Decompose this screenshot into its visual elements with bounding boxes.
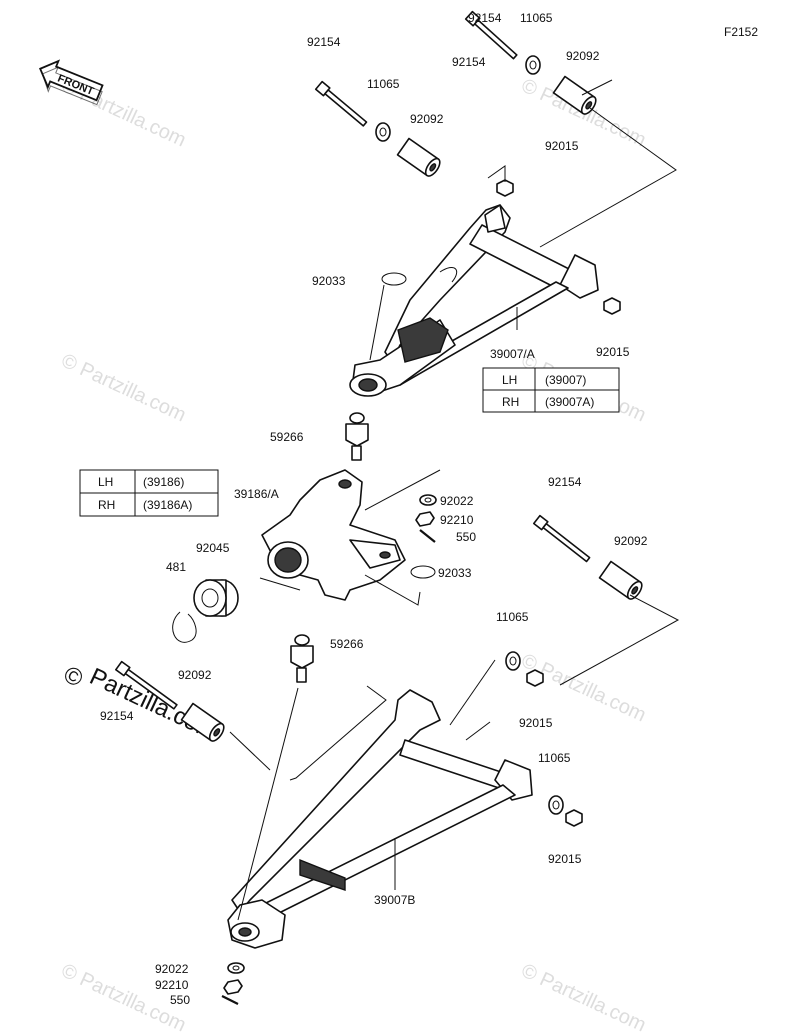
knuckle-variant-table: LH (39186) RH (39186A) bbox=[79, 469, 219, 517]
callout-label: 92092 bbox=[614, 534, 648, 548]
washer-icon bbox=[548, 795, 564, 815]
callout-label: 11065 bbox=[520, 11, 553, 25]
lower-right-hardware bbox=[505, 514, 643, 827]
snap-ring-icon bbox=[410, 565, 436, 579]
bolt-icon bbox=[532, 514, 591, 563]
watermark-7: © Partzilla.com bbox=[518, 960, 649, 1033]
table-cell: (39186A) bbox=[143, 498, 192, 512]
castle-nut-icon bbox=[223, 979, 243, 995]
callout-label: 92154 bbox=[452, 55, 486, 69]
bushing-icon bbox=[598, 560, 643, 600]
callout-label: 11065 bbox=[496, 610, 529, 624]
lower-a-arm-group bbox=[221, 689, 533, 1005]
callout-label: 92092 bbox=[410, 112, 444, 126]
watermark-3: © Partzilla.com bbox=[58, 350, 189, 427]
bolt-icon bbox=[314, 80, 368, 127]
callout-label: 92092 bbox=[566, 49, 600, 63]
callout-label: 39007B bbox=[374, 893, 415, 907]
callout-label: 92154 bbox=[548, 475, 582, 489]
bushing-icon bbox=[180, 702, 225, 742]
circlip-icon bbox=[172, 611, 197, 643]
callout-label: 11065 bbox=[538, 751, 571, 765]
cotter-pin-icon bbox=[221, 995, 239, 1005]
callout-label: 11065 bbox=[367, 77, 400, 91]
callout-label: 59266 bbox=[330, 637, 364, 651]
nut-icon bbox=[496, 179, 514, 197]
watermark-5: © Partzilla.com bbox=[518, 650, 649, 727]
bushing-icon bbox=[552, 75, 597, 115]
callout-label: 92022 bbox=[155, 962, 189, 976]
table-cell: LH bbox=[502, 373, 517, 387]
callout-label: 39186/A bbox=[234, 487, 279, 501]
lower-left-hardware bbox=[115, 660, 225, 742]
callout-label: 92015 bbox=[545, 139, 579, 153]
callout-label: 92015 bbox=[519, 716, 553, 730]
table-cell: (39007) bbox=[545, 373, 586, 387]
callout-label: 92015 bbox=[548, 852, 582, 866]
bolt-icon bbox=[464, 10, 518, 60]
callout-label: 39007/A bbox=[490, 347, 535, 361]
nut-icon bbox=[526, 669, 544, 687]
callout-label: 481 bbox=[166, 560, 186, 574]
upper-a-arm-group bbox=[314, 10, 621, 397]
nut-icon bbox=[603, 297, 621, 315]
callout-label: 92033 bbox=[438, 566, 472, 580]
callout-label: 92033 bbox=[312, 274, 346, 288]
cotter-pin-icon bbox=[419, 529, 436, 543]
table-cell: (39007A) bbox=[545, 395, 594, 409]
washer-icon bbox=[419, 494, 437, 506]
table-cell: (39186) bbox=[143, 475, 184, 489]
callout-label: 92154 bbox=[307, 35, 341, 49]
callout-label: 92092 bbox=[178, 668, 212, 682]
washer-icon bbox=[505, 651, 521, 671]
bushing-icon bbox=[396, 137, 441, 177]
callout-label: 92154 bbox=[100, 709, 134, 723]
steering-knuckle bbox=[261, 469, 406, 601]
castle-nut-icon bbox=[415, 511, 435, 527]
callout-label: 550 bbox=[456, 530, 476, 544]
upper-arm-variant-table: LH (39007) RH (39007A) bbox=[482, 367, 620, 413]
table-cell: RH bbox=[98, 498, 115, 512]
knuckle-group bbox=[172, 469, 437, 643]
leader-lines bbox=[229, 79, 680, 921]
callout-label: 59266 bbox=[270, 430, 304, 444]
callout-label: 92045 bbox=[196, 541, 230, 555]
snap-ring-icon bbox=[381, 272, 407, 286]
callout-label: 92210 bbox=[440, 513, 474, 527]
callout-label: 92015 bbox=[596, 345, 630, 359]
table-cell: RH bbox=[502, 395, 519, 409]
callout-labels: 92154 11065 92154 92092 92154 11065 9209… bbox=[100, 11, 648, 1007]
ball-joint-icon bbox=[290, 634, 314, 683]
table-cell: LH bbox=[98, 475, 113, 489]
figure-code: F2152 bbox=[724, 25, 758, 39]
ball-joint-icon bbox=[345, 412, 369, 461]
watermark-copyright: © bbox=[59, 661, 87, 693]
callout-label: 92022 bbox=[440, 494, 474, 508]
washer-icon bbox=[525, 55, 541, 75]
nut-icon bbox=[565, 809, 583, 827]
callout-label: 92154 bbox=[468, 11, 502, 25]
washer-icon bbox=[227, 962, 245, 974]
callout-label: 92210 bbox=[155, 978, 189, 992]
bolt-icon bbox=[115, 660, 178, 710]
callout-label: 550 bbox=[170, 993, 190, 1007]
washer-icon bbox=[375, 122, 391, 142]
